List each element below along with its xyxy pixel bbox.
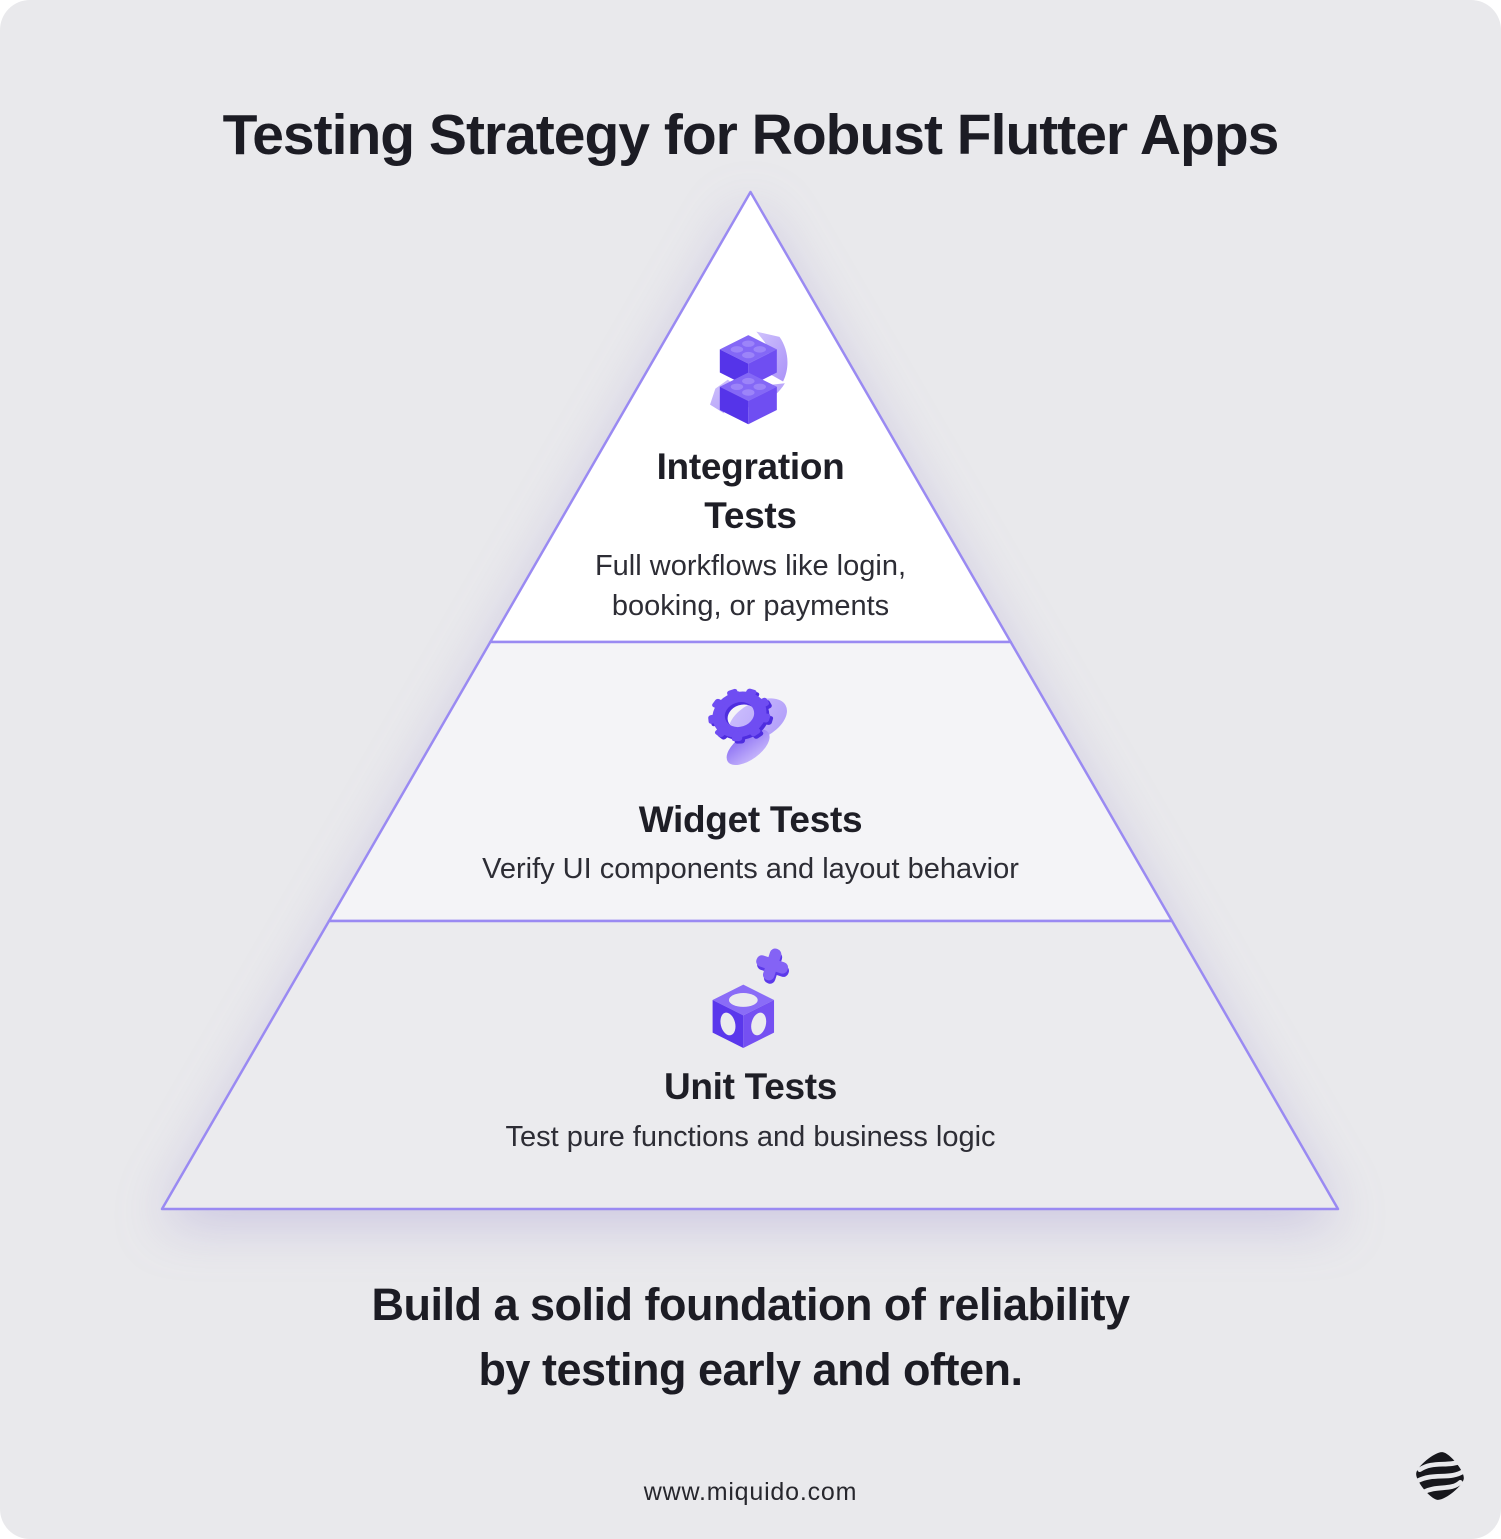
- integration-tests-description-line1: Full workflows like login,: [594, 550, 907, 582]
- tagline-line1: Build a solid foundation of reliability: [371, 1279, 1130, 1330]
- pyramid-tier-unit: [160, 919, 1340, 1211]
- widget-tests-description: Verify UI components and layout behavior: [0, 849, 1501, 889]
- integration-tests-description: Full workflows like login, booking, or p…: [0, 546, 1501, 626]
- integration-tests-title: Integration Tests: [0, 442, 1501, 540]
- integration-tests-description-line2: booking, or payments: [611, 590, 890, 622]
- widget-tests-title: Widget Tests: [0, 795, 1501, 844]
- unit-tests-icon-row: [0, 948, 1501, 1050]
- unit-tests-title: Unit Tests: [0, 1062, 1501, 1111]
- unit-tests-title-line1: Unit Tests: [663, 1066, 838, 1107]
- website-url: www.miquido.com: [643, 1478, 858, 1506]
- widget-tests-title-line1: Widget Tests: [638, 799, 863, 840]
- unit-tests-description-line1: Test pure functions and business logic: [505, 1121, 996, 1153]
- integration-tests-title-line1: Integration: [656, 446, 845, 487]
- integration-tests-icon-row: [0, 328, 1501, 426]
- widget-gear-icon: [707, 688, 787, 766]
- miquido-logo: [1415, 1450, 1466, 1507]
- page-title: Testing Strategy for Robust Flutter Apps: [222, 103, 1280, 168]
- integration-tests-title-line2: Tests: [704, 495, 797, 536]
- miquido-logo-icon: [1415, 1452, 1466, 1500]
- widget-tests-icon-row: [0, 680, 1501, 776]
- tagline-line2: by testing early and often.: [478, 1344, 1023, 1395]
- unit-tests-description: Test pure functions and business logic: [0, 1117, 1501, 1157]
- widget-tests-description-line1: Verify UI components and layout behavior: [482, 853, 1019, 885]
- tagline: Build a solid foundation of reliability …: [0, 1272, 1501, 1402]
- integration-blocks-icon: [709, 331, 787, 425]
- unit-cube-icon: [712, 948, 789, 1048]
